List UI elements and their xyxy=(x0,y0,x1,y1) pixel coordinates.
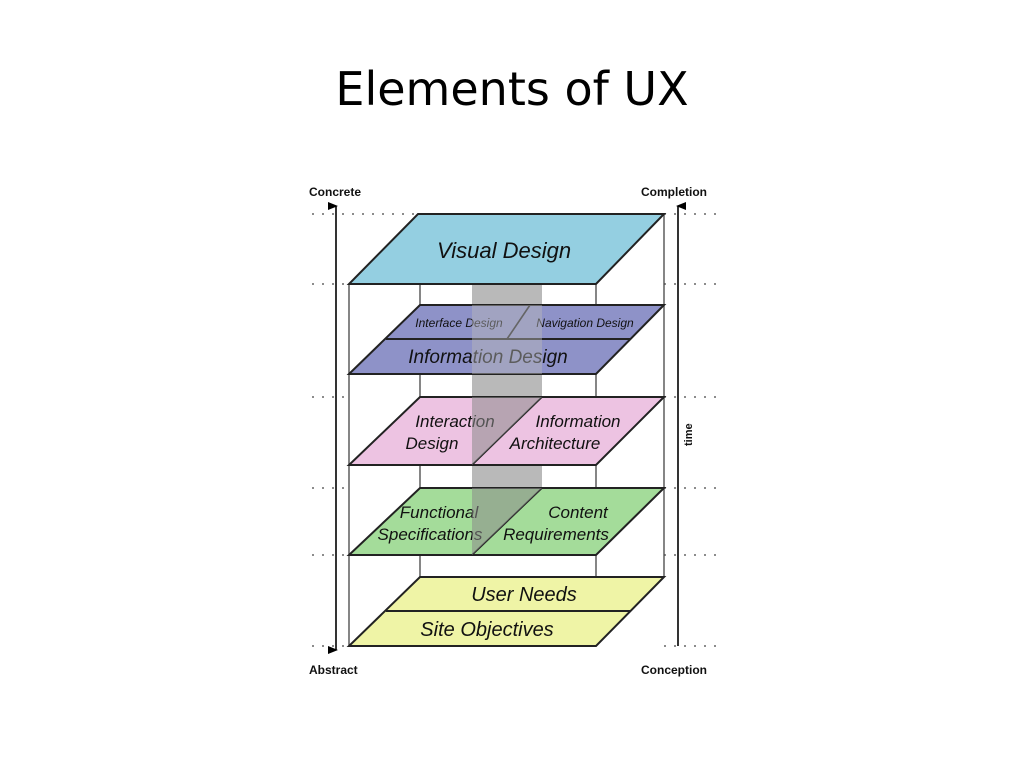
band-overlay-scope xyxy=(472,488,542,555)
visual-design-label: Visual Design xyxy=(437,238,571,263)
time-label: time xyxy=(683,423,695,446)
information-architecture-line2: Architecture xyxy=(509,434,601,453)
functional-specs-line2: Specifications xyxy=(378,525,483,544)
conception-label: Conception xyxy=(641,663,707,677)
functional-specs-line1: Functional xyxy=(400,503,480,522)
plane-surface: Visual Design xyxy=(346,213,667,285)
band-overlay-structure xyxy=(472,397,542,465)
content-requirements-line1: Content xyxy=(548,503,609,522)
plane-skeleton: Interface Design Navigation Design Infor… xyxy=(346,304,667,375)
band-overlay-skeleton xyxy=(472,305,542,374)
concrete-label: Concrete xyxy=(309,185,361,199)
interface-design-label: Interface Design xyxy=(415,316,503,330)
information-design-label: Information Design xyxy=(408,347,567,368)
interaction-design-line2: Design xyxy=(406,434,459,453)
site-objectives-label: Site Objectives xyxy=(420,619,553,641)
dotted-guides xyxy=(312,213,716,647)
completion-label: Completion xyxy=(641,185,707,199)
slide-title: Elements of UX xyxy=(335,62,689,116)
information-architecture-line1: Information xyxy=(535,412,620,431)
abstract-label: Abstract xyxy=(309,663,358,677)
content-requirements-line2: Requirements xyxy=(503,525,609,544)
plane-strategy: User Needs Site Objectives xyxy=(346,576,667,647)
user-needs-label: User Needs xyxy=(471,584,577,606)
navigation-design-label: Navigation Design xyxy=(536,316,634,330)
